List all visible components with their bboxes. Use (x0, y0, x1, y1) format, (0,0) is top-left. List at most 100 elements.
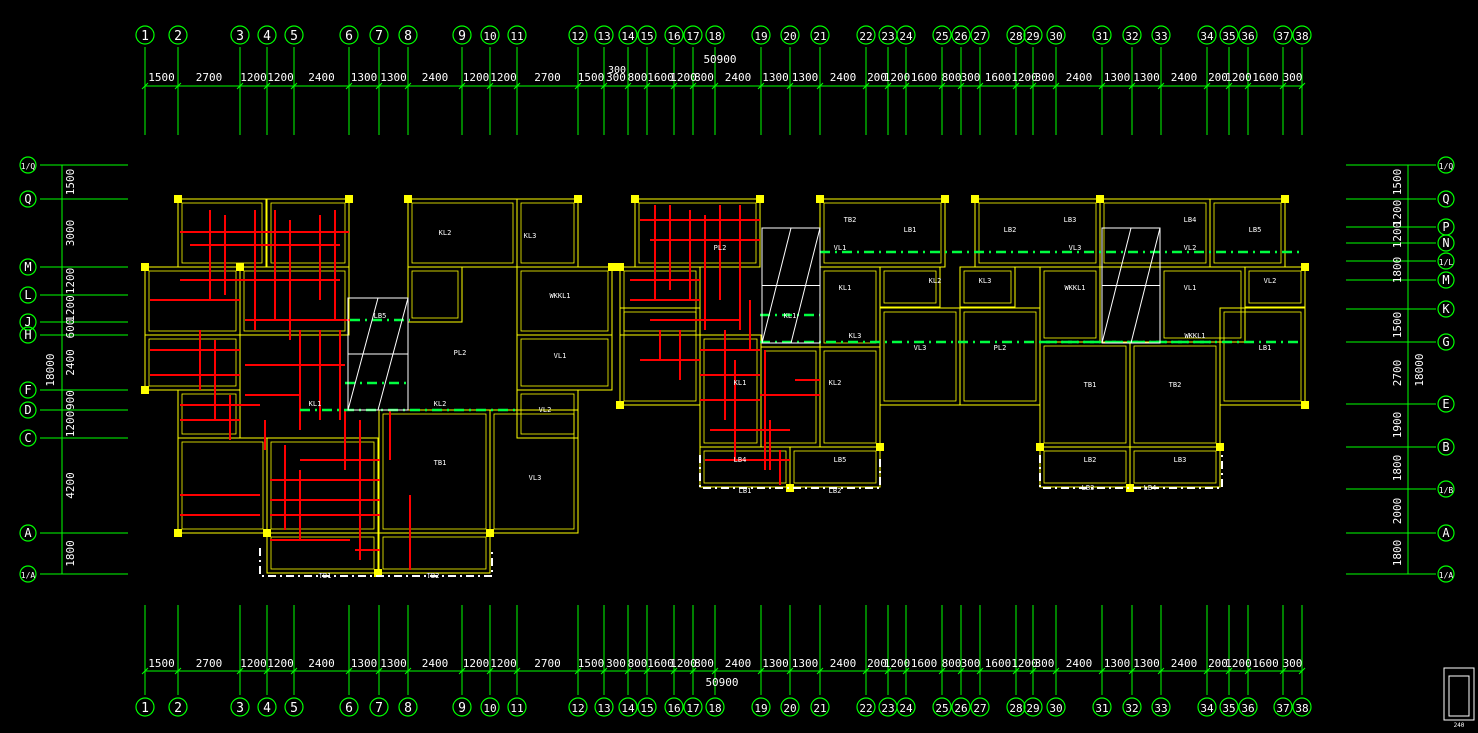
wall-inner (382, 536, 487, 570)
axis-label-31: 31 (1095, 30, 1108, 43)
dimension-tick (1225, 82, 1233, 90)
beam-label: KL1 (784, 312, 797, 320)
dimension-tick (670, 82, 678, 90)
row-bubble-L (19, 286, 37, 304)
column (1301, 263, 1309, 271)
row-bubble-H (19, 326, 37, 344)
axis-bubble-29 (1023, 697, 1043, 717)
axis-bubble-30 (1046, 25, 1066, 45)
column (486, 529, 494, 537)
row-label-C: C (24, 431, 31, 445)
dimension-tick (1244, 82, 1252, 90)
wall-inner (623, 311, 697, 402)
spacing-label: 2400 (830, 71, 857, 84)
column (174, 195, 182, 203)
spacing-label: 2400 (725, 71, 752, 84)
spacing-label: 1500 (578, 657, 605, 670)
column (1096, 195, 1104, 203)
spacing-label: 1200 (884, 657, 911, 670)
axis-label-30: 30 (1049, 702, 1062, 715)
row-spacing-label: 1500 (1391, 169, 1404, 196)
axis-bubble-30 (1046, 697, 1066, 717)
spacing-label: 300 (606, 71, 626, 84)
spacing-label: 1200 (267, 657, 294, 670)
wall-outline (879, 266, 941, 308)
wall-outline (378, 409, 491, 534)
spacing-label: 200 (867, 71, 887, 84)
axis-label-19: 19 (754, 30, 767, 43)
spacing-label: 1200 (240, 657, 267, 670)
axis-bubble-15 (637, 25, 657, 45)
axis-label-10: 10 (483, 30, 496, 43)
wall-outline (516, 266, 613, 336)
top-note: 300 (608, 65, 626, 76)
dimension-tick (486, 82, 494, 90)
wall-inner (1103, 202, 1207, 264)
row-label-N: N (1442, 236, 1449, 250)
dimension-tick (345, 667, 353, 675)
dimension-tick (957, 667, 965, 675)
row-label-A: A (24, 526, 32, 540)
axis-label-7: 7 (375, 29, 383, 44)
axis-bubble-38 (1292, 697, 1312, 717)
dimension-tick (1052, 667, 1060, 675)
dimension-tick (404, 667, 412, 675)
axis-bubble-12 (568, 25, 588, 45)
row-bubble-Q (1437, 190, 1455, 208)
axis-label-21: 21 (813, 30, 826, 43)
axis-label-35: 35 (1222, 30, 1235, 43)
row-bubble-M (19, 258, 37, 276)
row-label-M: M (24, 260, 31, 274)
axis-label-26: 26 (954, 702, 967, 715)
axis-bubble-2 (168, 697, 188, 717)
wall-outline (1219, 307, 1306, 406)
row-label-Q: Q (24, 192, 31, 206)
spacing-label: 300 (1283, 657, 1303, 670)
row-spacing-label: 1800 (1391, 257, 1404, 284)
column (374, 569, 382, 577)
spacing-label: 2400 (830, 657, 857, 670)
axis-label-22: 22 (859, 30, 872, 43)
column (816, 195, 824, 203)
beam-lines (150, 205, 1300, 570)
beam-label: LB1 (1259, 344, 1272, 352)
row-spacing-label: 4200 (64, 472, 77, 499)
axis-bubble-31 (1092, 25, 1112, 45)
row-spacing-label: 1800 (1391, 540, 1404, 567)
axis-bubble-34 (1197, 25, 1217, 45)
row-label-D: D (24, 403, 31, 417)
dimension-tick (263, 82, 271, 90)
dimension-tick (1029, 82, 1037, 90)
axis-bubble-16 (664, 697, 684, 717)
dimension-tick (1298, 82, 1306, 90)
axis-bubble-2 (168, 25, 188, 45)
beam-label: VL2 (1184, 244, 1197, 252)
axis-bubble-27 (970, 25, 990, 45)
wall-inner (883, 311, 957, 402)
spacing-label: 300 (961, 657, 981, 670)
axis-label-18: 18 (708, 30, 721, 43)
spacing-label: 1600 (911, 657, 938, 670)
dimension-tick (976, 667, 984, 675)
wall-inner (520, 338, 609, 387)
axis-bubble-25 (932, 25, 952, 45)
axis-label-11: 11 (510, 30, 523, 43)
column (756, 195, 764, 203)
axis-label-35: 35 (1222, 702, 1235, 715)
beam-label: WKKL1 (1064, 284, 1085, 292)
beam-label: KL3 (524, 232, 537, 240)
spacing-label: 2400 (308, 71, 335, 84)
wall-inner (1213, 202, 1282, 264)
spacing-label: 300 (1283, 71, 1303, 84)
beam-label: LB4 (1184, 216, 1197, 224)
dimension-tick (1012, 667, 1020, 675)
spacing-label: 1600 (647, 71, 674, 84)
spacing-label: 800 (694, 71, 714, 84)
row-bubble-1/A (19, 565, 37, 583)
column (608, 263, 616, 271)
wall-outlines (141, 195, 1309, 577)
axis-bubble-21 (810, 697, 830, 717)
wall-outline (1129, 341, 1221, 448)
